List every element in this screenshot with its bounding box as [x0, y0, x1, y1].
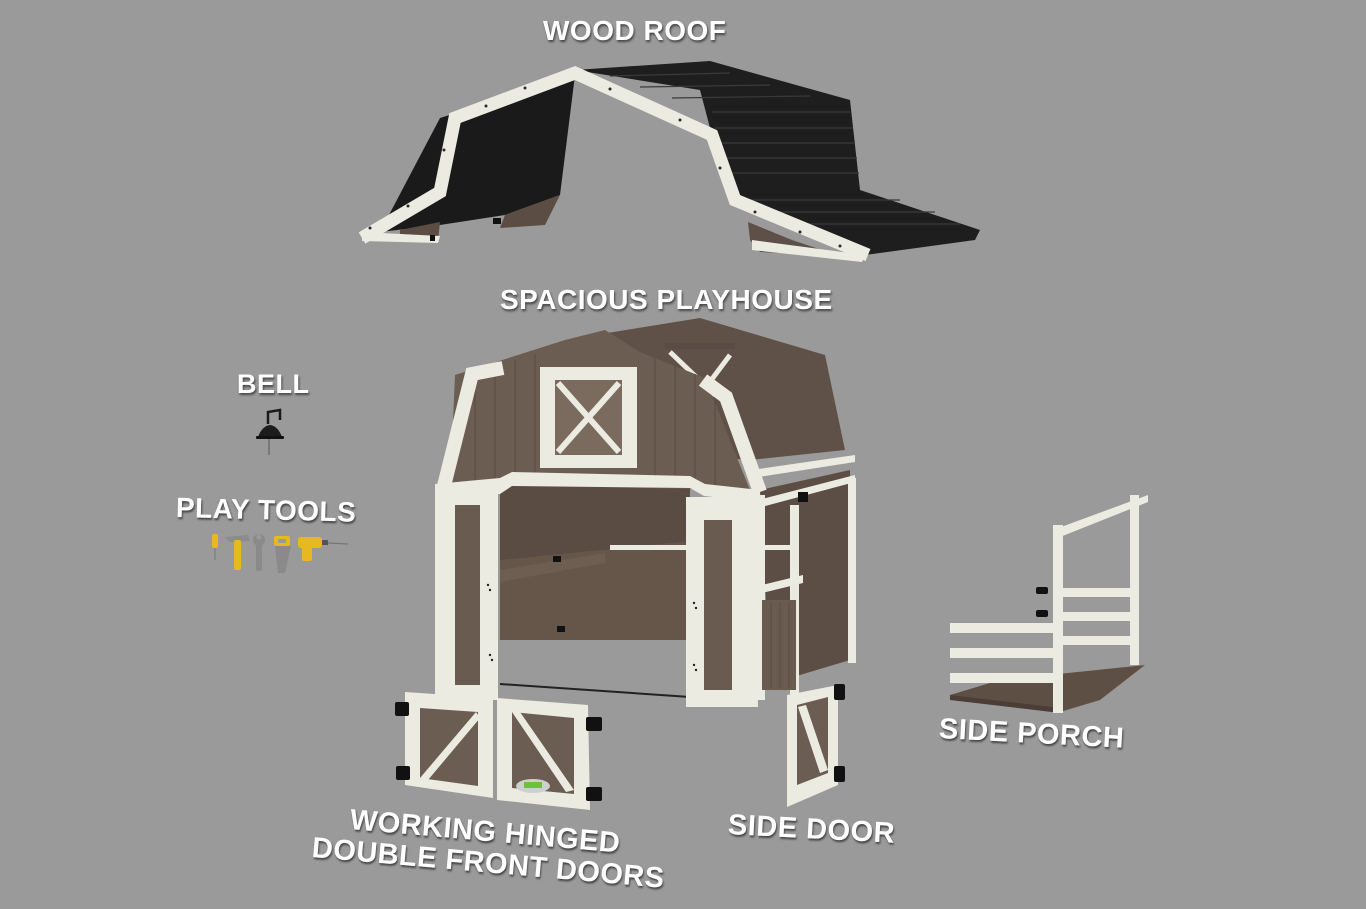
bell-icon [256, 408, 284, 455]
drill-icon [298, 537, 349, 561]
side-door [787, 684, 845, 807]
label-play-tools: PLAY TOOLS [175, 492, 357, 528]
play-tools-icons [212, 534, 349, 573]
front-doors [395, 692, 602, 810]
label-wood-roof: WOOD ROOF [543, 15, 727, 46]
screwdriver-icon [212, 534, 218, 560]
saw-icon [274, 536, 291, 573]
playhouse [435, 318, 856, 707]
hammer-icon [224, 535, 250, 570]
wrench-icon [253, 534, 265, 571]
wood-roof [358, 61, 980, 262]
side-porch [950, 495, 1148, 713]
label-bell: BELL [237, 369, 310, 399]
label-spacious-playhouse: SPACIOUS PLAYHOUSE [500, 284, 833, 315]
